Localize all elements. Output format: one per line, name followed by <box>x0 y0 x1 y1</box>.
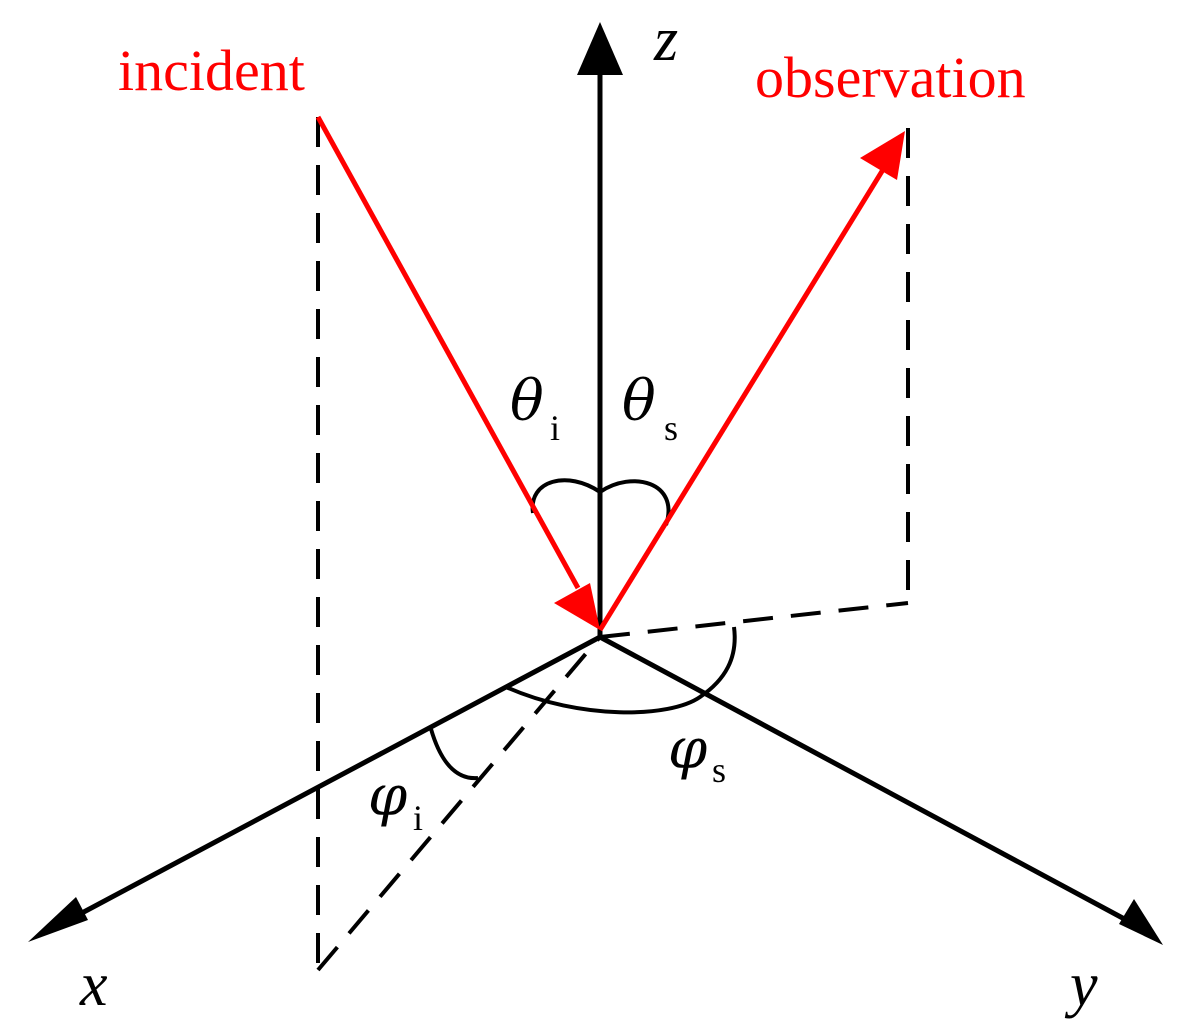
svg-text:i: i <box>550 408 560 448</box>
theta-s-arc <box>598 479 671 526</box>
z-axis <box>577 22 623 637</box>
theta-s-label: θ s <box>622 369 678 448</box>
svg-text:s: s <box>664 408 678 448</box>
observation-projection-dashed-line <box>599 601 909 639</box>
theta-i-arc <box>530 478 602 514</box>
y-axis-label: y <box>1064 951 1098 1019</box>
phi-i-arc <box>429 728 479 781</box>
y-axis-arrowhead <box>1119 899 1163 945</box>
x-axis-label: x <box>79 951 108 1019</box>
x-axis <box>28 634 602 942</box>
observation-label: observation <box>755 45 1026 110</box>
incident-ray <box>315 115 600 630</box>
phi-s-label: φ s <box>668 717 726 790</box>
svg-text:s: s <box>712 750 726 790</box>
z-axis-label: z <box>653 6 678 74</box>
z-axis-arrowhead <box>577 22 623 75</box>
svg-text:i: i <box>413 798 423 838</box>
observation-ray <box>597 131 905 632</box>
x-axis-arrowhead <box>28 897 88 942</box>
theta-i-label: θ i <box>510 369 560 448</box>
phi-i-label: φ i <box>368 764 423 838</box>
y-axis <box>598 634 1163 945</box>
svg-text:θ: θ <box>510 369 544 434</box>
dashed-construction-lines <box>316 117 910 972</box>
phi-s-arc <box>505 626 737 715</box>
observation-ray-arrowhead <box>860 131 905 180</box>
svg-text:φ: φ <box>368 764 407 829</box>
incident-projection-dashed-line <box>316 635 602 972</box>
incident-label: incident <box>118 38 305 103</box>
incident-ray-arrowhead <box>554 583 600 630</box>
svg-text:θ: θ <box>622 369 656 434</box>
svg-text:φ: φ <box>668 717 707 782</box>
